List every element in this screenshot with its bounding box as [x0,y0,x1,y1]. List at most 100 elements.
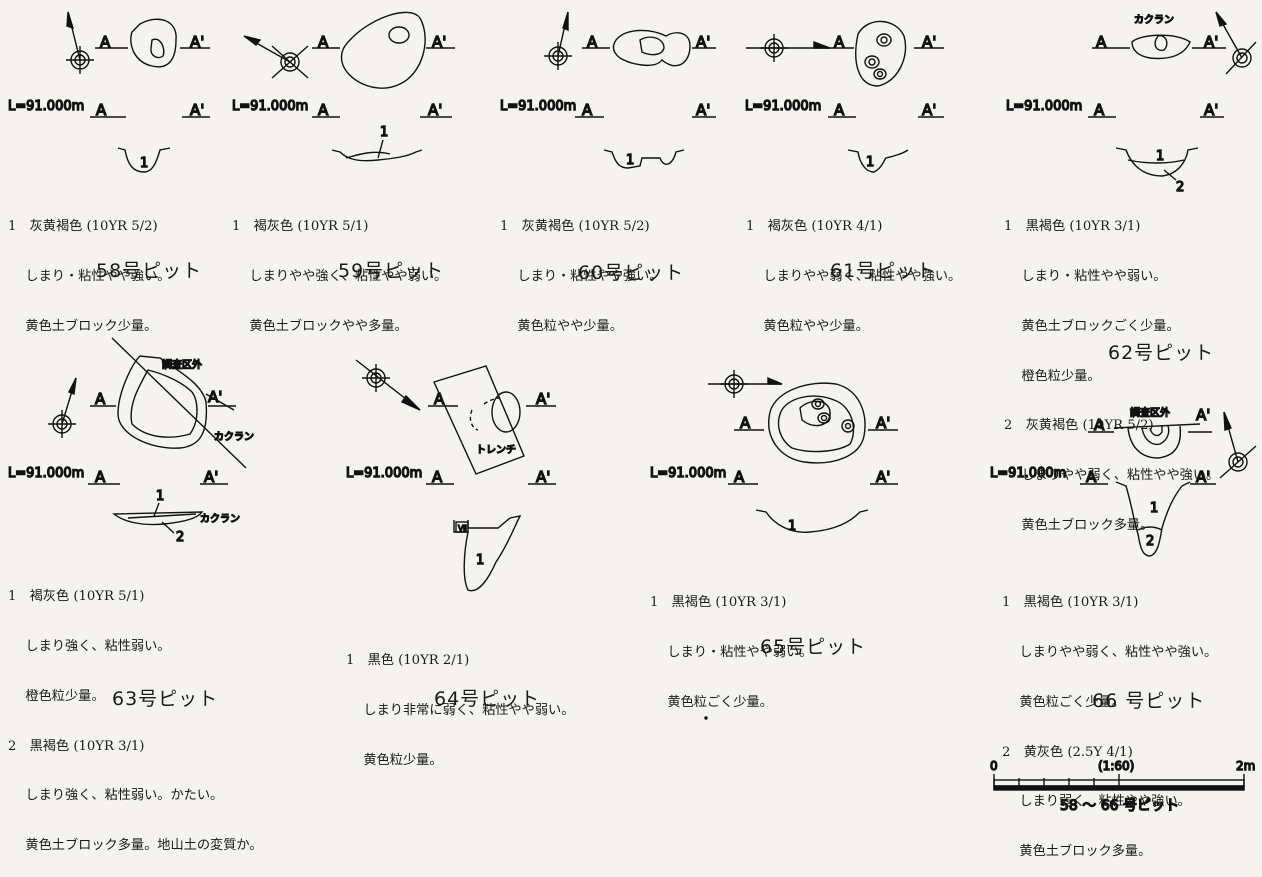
pit-plan [117,355,208,449]
layer-line: しまり・粘性やや強い。 [8,268,171,284]
pit-plan [1131,34,1191,60]
pit-59-description: 1 褐灰色 (10YR 5/1) しまりやや強く、粘性やや弱い。 黄色土ブロック… [232,186,447,352]
layer-line: 橙色粒少量。 [1004,368,1101,384]
layer-line: 黄色粒少量。 [346,752,443,768]
scale-left: 0 [990,759,998,773]
svg-text:1: 1 [1150,501,1158,516]
pit-plan [855,20,907,87]
layer-line: 橙色粒少量。 [8,688,105,704]
svg-text:A': A' [1196,468,1210,486]
pit-bottom [150,38,165,59]
svg-text:A': A' [696,101,710,119]
layer-line: 1 褐灰色 (10YR 4/1) [746,219,883,235]
pit-plan [768,382,866,464]
svg-text:A: A [582,101,593,119]
svg-text:A: A [740,414,751,432]
pit-63-title: 63号ピット [112,688,219,710]
svg-text:A': A' [696,33,710,51]
pit-64-drawing: トレンチ A A' L=91.000m A A' Ⅶ 1 [345,359,556,592]
svg-text:A: A [1094,416,1105,434]
svg-text:A': A' [1204,101,1218,119]
stray-dot [704,716,708,720]
section-label-a: A [100,33,111,51]
svg-text:A': A' [204,468,218,486]
pit-60-drawing: A A' L=91.000m A A' 1 [499,11,716,169]
pit-65-description: 1 黒褐色 (10YR 3/1) しまり・粘性やや弱い。 黄色粒ごく少量。 [650,562,812,728]
svg-text:A': A' [536,390,550,408]
scale-ratio: (1:60) [1098,759,1134,773]
pit-section [847,149,909,173]
north-arrow-icon [47,377,77,439]
svg-text:2: 2 [1176,180,1184,195]
svg-text:1: 1 [788,519,796,534]
layer-line: しまり非常に弱く、粘性やや弱い。 [346,702,575,718]
layer-line: 黄色粒やや少量。 [500,318,623,334]
pit-60-title: 60号ピット [578,262,685,284]
svg-text:1: 1 [1156,149,1164,164]
layer-line: 黄色粒ごく少量。 [650,694,773,710]
pit-62-drawing: カクラン A A' L=91.000m A A' 1 2 [1005,11,1257,196]
layer-line: しまりやや弱く、粘性やや強い。 [1002,644,1218,660]
north-arrow-icon [1215,11,1257,75]
svg-text:1: 1 [156,489,164,504]
outside-survey-label: 調査区外 [1130,406,1170,419]
svg-text:A': A' [208,388,222,406]
pit-section [1115,481,1191,557]
level-label: L=91.000m [346,466,422,481]
pit-section [117,147,171,173]
pit-59-drawing: A A' L=91.000m A A' 1 [231,11,455,162]
svg-text:A': A' [1204,33,1218,51]
pit-plan [612,29,691,67]
pit-58-title: 58号ピット [96,260,203,282]
pit-66-drawing: 調査区外 A A' L=91.000m A A' 1 2 [989,405,1257,557]
north-arrow-icon [355,359,421,411]
trench-label: トレンチ [476,444,516,456]
level-label: L=91.000m [650,466,726,481]
svg-text:1: 1 [866,155,874,170]
svg-text:1: 1 [140,156,148,171]
layer-line: 黄色粒やや少量。 [746,318,869,334]
svg-text:A': A' [922,101,936,119]
layer-line: 1 黒褐色 (10YR 3/1) [650,595,787,611]
pit-63-drawing: 調査区外 カクラン A A' L=91.000m A A' 1 2 カクラン [7,337,255,546]
pit-section [755,509,869,533]
svg-text:1: 1 [476,553,484,568]
layer-line: 黄色土ブロック多量。 [1002,844,1152,860]
scale-right: 2m [1236,759,1255,773]
pit-58-drawing: A A' L=91.000m A A' 1 [7,11,210,173]
svg-text:A': A' [432,33,446,51]
pit-61-drawing: A A' L=91.000m A A' 1 [744,20,944,173]
layer-line: 1 灰黄褐色 (10YR 5/2) [500,219,650,235]
svg-text:A: A [587,33,598,51]
svg-text:A: A [1094,101,1105,119]
pit-63-description: 1 褐灰色 (10YR 5/1) しまり強く、粘性弱い。 橙色粒少量。 2 黒褐… [8,556,263,871]
layer-line: 1 黒褐色 (10YR 3/1) [1004,219,1141,235]
layer-line: 1 黒色 (10YR 2/1) [346,653,470,669]
page-title: 58 ～ 66 号ピット [1060,798,1179,814]
svg-text:A: A [1086,468,1097,486]
svg-text:A': A' [876,414,890,432]
layer-line: 2 黒褐色 (10YR 3/1) [8,738,145,754]
layer-line: 黄色土ブロック少量。 [8,318,158,334]
layer-line: 黄色粒ごく少量。 [1002,694,1125,710]
svg-text:A': A' [922,33,936,51]
layer-line: 黄色土ブロックやや多量。 [232,318,408,334]
pit-65-title: 65号ピット [760,636,867,658]
pit-64-title: 64号ピット [434,688,541,710]
svg-text:A: A [734,468,745,486]
outside-survey-label: 調査区外 [162,358,202,371]
level-label: L=91.000m [8,99,84,114]
pit-62-description: 1 黒褐色 (10YR 3/1) しまり・粘性やや弱い。 黄色土ブロックごく少量… [1004,186,1219,551]
crack-label: カクラン [214,431,254,443]
pit-drawings: A A' L=91.000m A A' 1 A A' L=91.000m A A… [7,11,1257,815]
layer-line: しまりやや弱く、粘性やや強い。 [1004,468,1220,484]
crack-label: カクラン [1134,14,1174,26]
layer-line: 黄色土ブロック多量。地山土の変質か。 [8,838,263,854]
svg-text:2: 2 [1146,534,1154,549]
layer-line: しまり・粘性やや強い。 [500,268,663,284]
layer-line: 1 黒褐色 (10YR 3/1) [1002,595,1139,611]
layer-line: しまり弱く、粘性やや強い。 [1002,794,1191,810]
layer-line: しまり強く、粘性弱い。 [8,638,171,654]
pit-59-title: 59号ピット [338,260,445,282]
pit-64-description: 1 黒色 (10YR 2/1) しまり非常に弱く、粘性やや弱い。 黄色粒少量。 [346,620,574,786]
